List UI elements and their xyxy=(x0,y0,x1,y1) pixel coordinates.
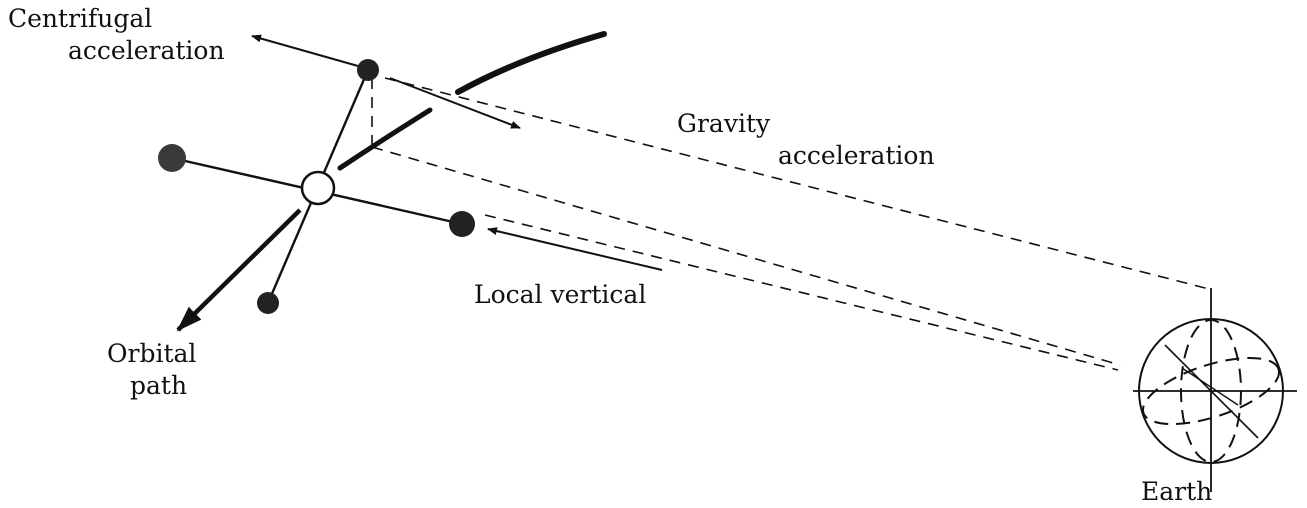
centrifugal-label-line1: Centrifugal xyxy=(8,4,152,33)
earth-globe xyxy=(1133,288,1297,492)
centrifugal-label-line2: acceleration xyxy=(68,36,225,65)
earth-label: Earth xyxy=(1141,477,1212,506)
mass-bottom xyxy=(257,292,279,314)
mass-top xyxy=(357,59,379,81)
gravity-label-line1: Gravity xyxy=(677,109,771,138)
gravity-arrow xyxy=(389,77,521,129)
mass-left xyxy=(158,144,186,172)
centrifugal-arrow xyxy=(251,34,359,67)
gravity-dashed-lines xyxy=(371,77,1214,371)
orbital-path-arc xyxy=(337,31,607,171)
local-vertical-arrow xyxy=(487,227,663,271)
orbital-path-arrow xyxy=(176,208,302,332)
gravity-label-line2: acceleration xyxy=(778,141,935,170)
center-of-mass xyxy=(300,170,336,206)
local-vertical-label: Local vertical xyxy=(474,280,646,309)
orbital-label-line1: Orbital xyxy=(107,339,196,368)
orbital-label-line2: path xyxy=(130,371,187,400)
mass-right xyxy=(449,211,475,237)
